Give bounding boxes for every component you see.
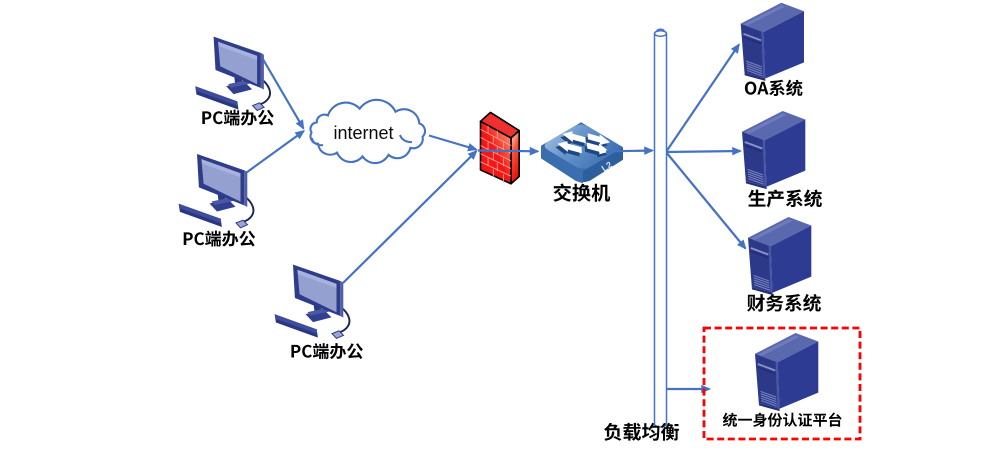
- svg-text:internet: internet: [333, 123, 393, 143]
- svg-text:L2: L2: [600, 160, 614, 174]
